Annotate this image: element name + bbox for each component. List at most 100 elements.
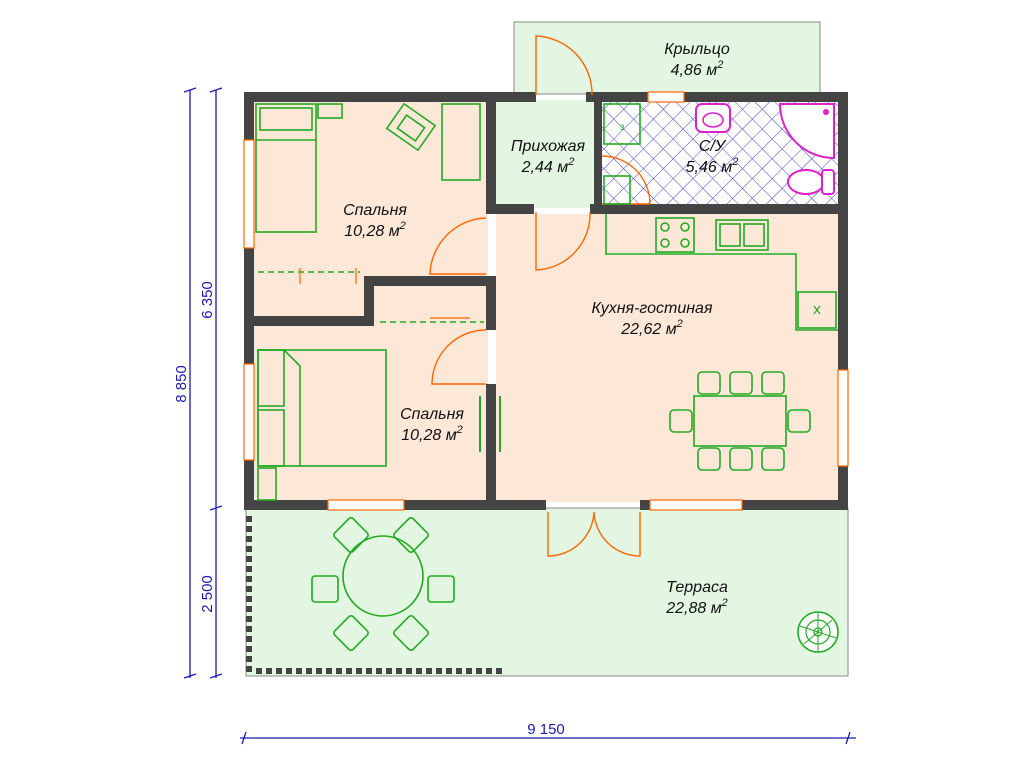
bedroom1-floor (254, 100, 488, 286)
svg-text:Крыльцо: Крыльцо (664, 41, 730, 58)
svg-text:Кухня-гостиная: Кухня-гостиная (591, 300, 712, 317)
dim-terrace-height: 2 500 (199, 575, 216, 613)
railing-post (246, 586, 252, 592)
railing-post (246, 516, 252, 522)
railing-post (376, 668, 382, 674)
railing-post (246, 656, 252, 662)
terrace-floor (245, 507, 849, 677)
svg-text:5,46 м2: 5,46 м2 (686, 156, 739, 176)
svg-text:С/У: С/У (699, 138, 727, 155)
railing-post (246, 606, 252, 612)
svg-text:2,44 м2: 2,44 м2 (521, 156, 575, 176)
railing-post (346, 668, 352, 674)
door-hall-kitchen (535, 211, 591, 271)
railing-post (496, 668, 502, 674)
room-bath-label: С/У 5,46 м2 (686, 138, 739, 176)
room-bedroom1-label: Спальня 10,28 м2 (343, 202, 407, 240)
porch-floor (513, 21, 821, 95)
window-bedroom2 (243, 363, 255, 461)
bedroom1-nightstand (317, 103, 343, 119)
hall-floor (496, 100, 594, 208)
svg-text:Спальня: Спальня (343, 202, 407, 219)
railing-post (246, 526, 252, 532)
door-bedroom2 (431, 329, 487, 385)
railing-post (246, 596, 252, 602)
railing-post (426, 668, 432, 674)
window-kitchen-right (837, 369, 849, 467)
railing-post (466, 668, 472, 674)
door-bedroom1 (429, 217, 487, 275)
svg-text:10,28 м2: 10,28 м2 (344, 220, 406, 240)
bedroom2-nightstand (257, 467, 277, 501)
plant-icon (797, 611, 839, 653)
room-kitchen-label: Кухня-гостиная 22,62 м2 (591, 300, 712, 338)
bath-shelf (603, 175, 631, 205)
svg-text:22,62 м2: 22,62 м2 (620, 318, 683, 338)
railing-post (246, 626, 252, 632)
railing-post (246, 636, 252, 642)
dim-house-height: 6 350 (199, 281, 216, 319)
furniture: з (246, 102, 839, 674)
wardrobe-bedroom2 (380, 317, 484, 323)
railing-post (446, 668, 452, 674)
railing-post (326, 668, 332, 674)
kitchen-floor (496, 214, 838, 502)
railing-post (366, 668, 372, 674)
window-bedroom1 (243, 139, 255, 249)
walls (244, 92, 848, 510)
terrace-railing (246, 516, 502, 674)
railing-post (396, 668, 402, 674)
railing-post (246, 646, 252, 652)
door-terrace-right (593, 511, 641, 557)
terrace-round-table (311, 517, 455, 651)
svg-text:Спальня: Спальня (400, 406, 464, 423)
room-porch-label: Крыльцо 4,86 м2 (664, 41, 730, 79)
dim-total-height: 8 850 (173, 365, 190, 403)
railing-post (476, 668, 482, 674)
svg-text:з: з (620, 122, 625, 133)
window-bedroom2-bottom (327, 499, 405, 511)
railing-post (386, 668, 392, 674)
railing-post (276, 668, 282, 674)
desk (385, 102, 481, 181)
dim-total-width: 9 150 (527, 721, 565, 738)
floors (245, 21, 849, 677)
svg-text:4,86 м2: 4,86 м2 (671, 59, 724, 79)
railing-post (246, 566, 252, 572)
washbasin (695, 103, 731, 133)
mirror (479, 396, 501, 452)
door-bath (601, 155, 651, 205)
bed-double (257, 349, 387, 467)
railing-post (456, 668, 462, 674)
railing-post (246, 576, 252, 582)
railing-post (406, 668, 412, 674)
railing-post (256, 668, 262, 674)
doors (429, 35, 651, 557)
railing-post (266, 668, 272, 674)
bed-single (255, 103, 317, 233)
railing-post (286, 668, 292, 674)
railing-post (436, 668, 442, 674)
toilet (787, 169, 835, 195)
railing-post (416, 668, 422, 674)
door-porch (535, 35, 593, 96)
svg-text:Прихожая: Прихожая (511, 138, 586, 155)
railing-post (246, 536, 252, 542)
railing-post (246, 666, 252, 672)
windows (243, 91, 849, 511)
railing-post (356, 668, 362, 674)
railing-post (306, 668, 312, 674)
railing-post (486, 668, 492, 674)
svg-text:Терраса: Терраса (666, 579, 728, 596)
svg-text:10,28 м2: 10,28 м2 (401, 424, 463, 444)
kitchen-counter (605, 214, 838, 331)
hall-cabinet: з (603, 103, 641, 145)
room-hall-label: Прихожая 2,44 м2 (511, 138, 586, 176)
railing-post (246, 556, 252, 562)
wardrobe-bedroom1 (258, 268, 360, 284)
room-terrace-label: Терраса 22,88 м2 (665, 579, 728, 617)
door-terrace-left (547, 511, 595, 557)
dining-table (669, 371, 811, 471)
window-bath (647, 91, 685, 103)
